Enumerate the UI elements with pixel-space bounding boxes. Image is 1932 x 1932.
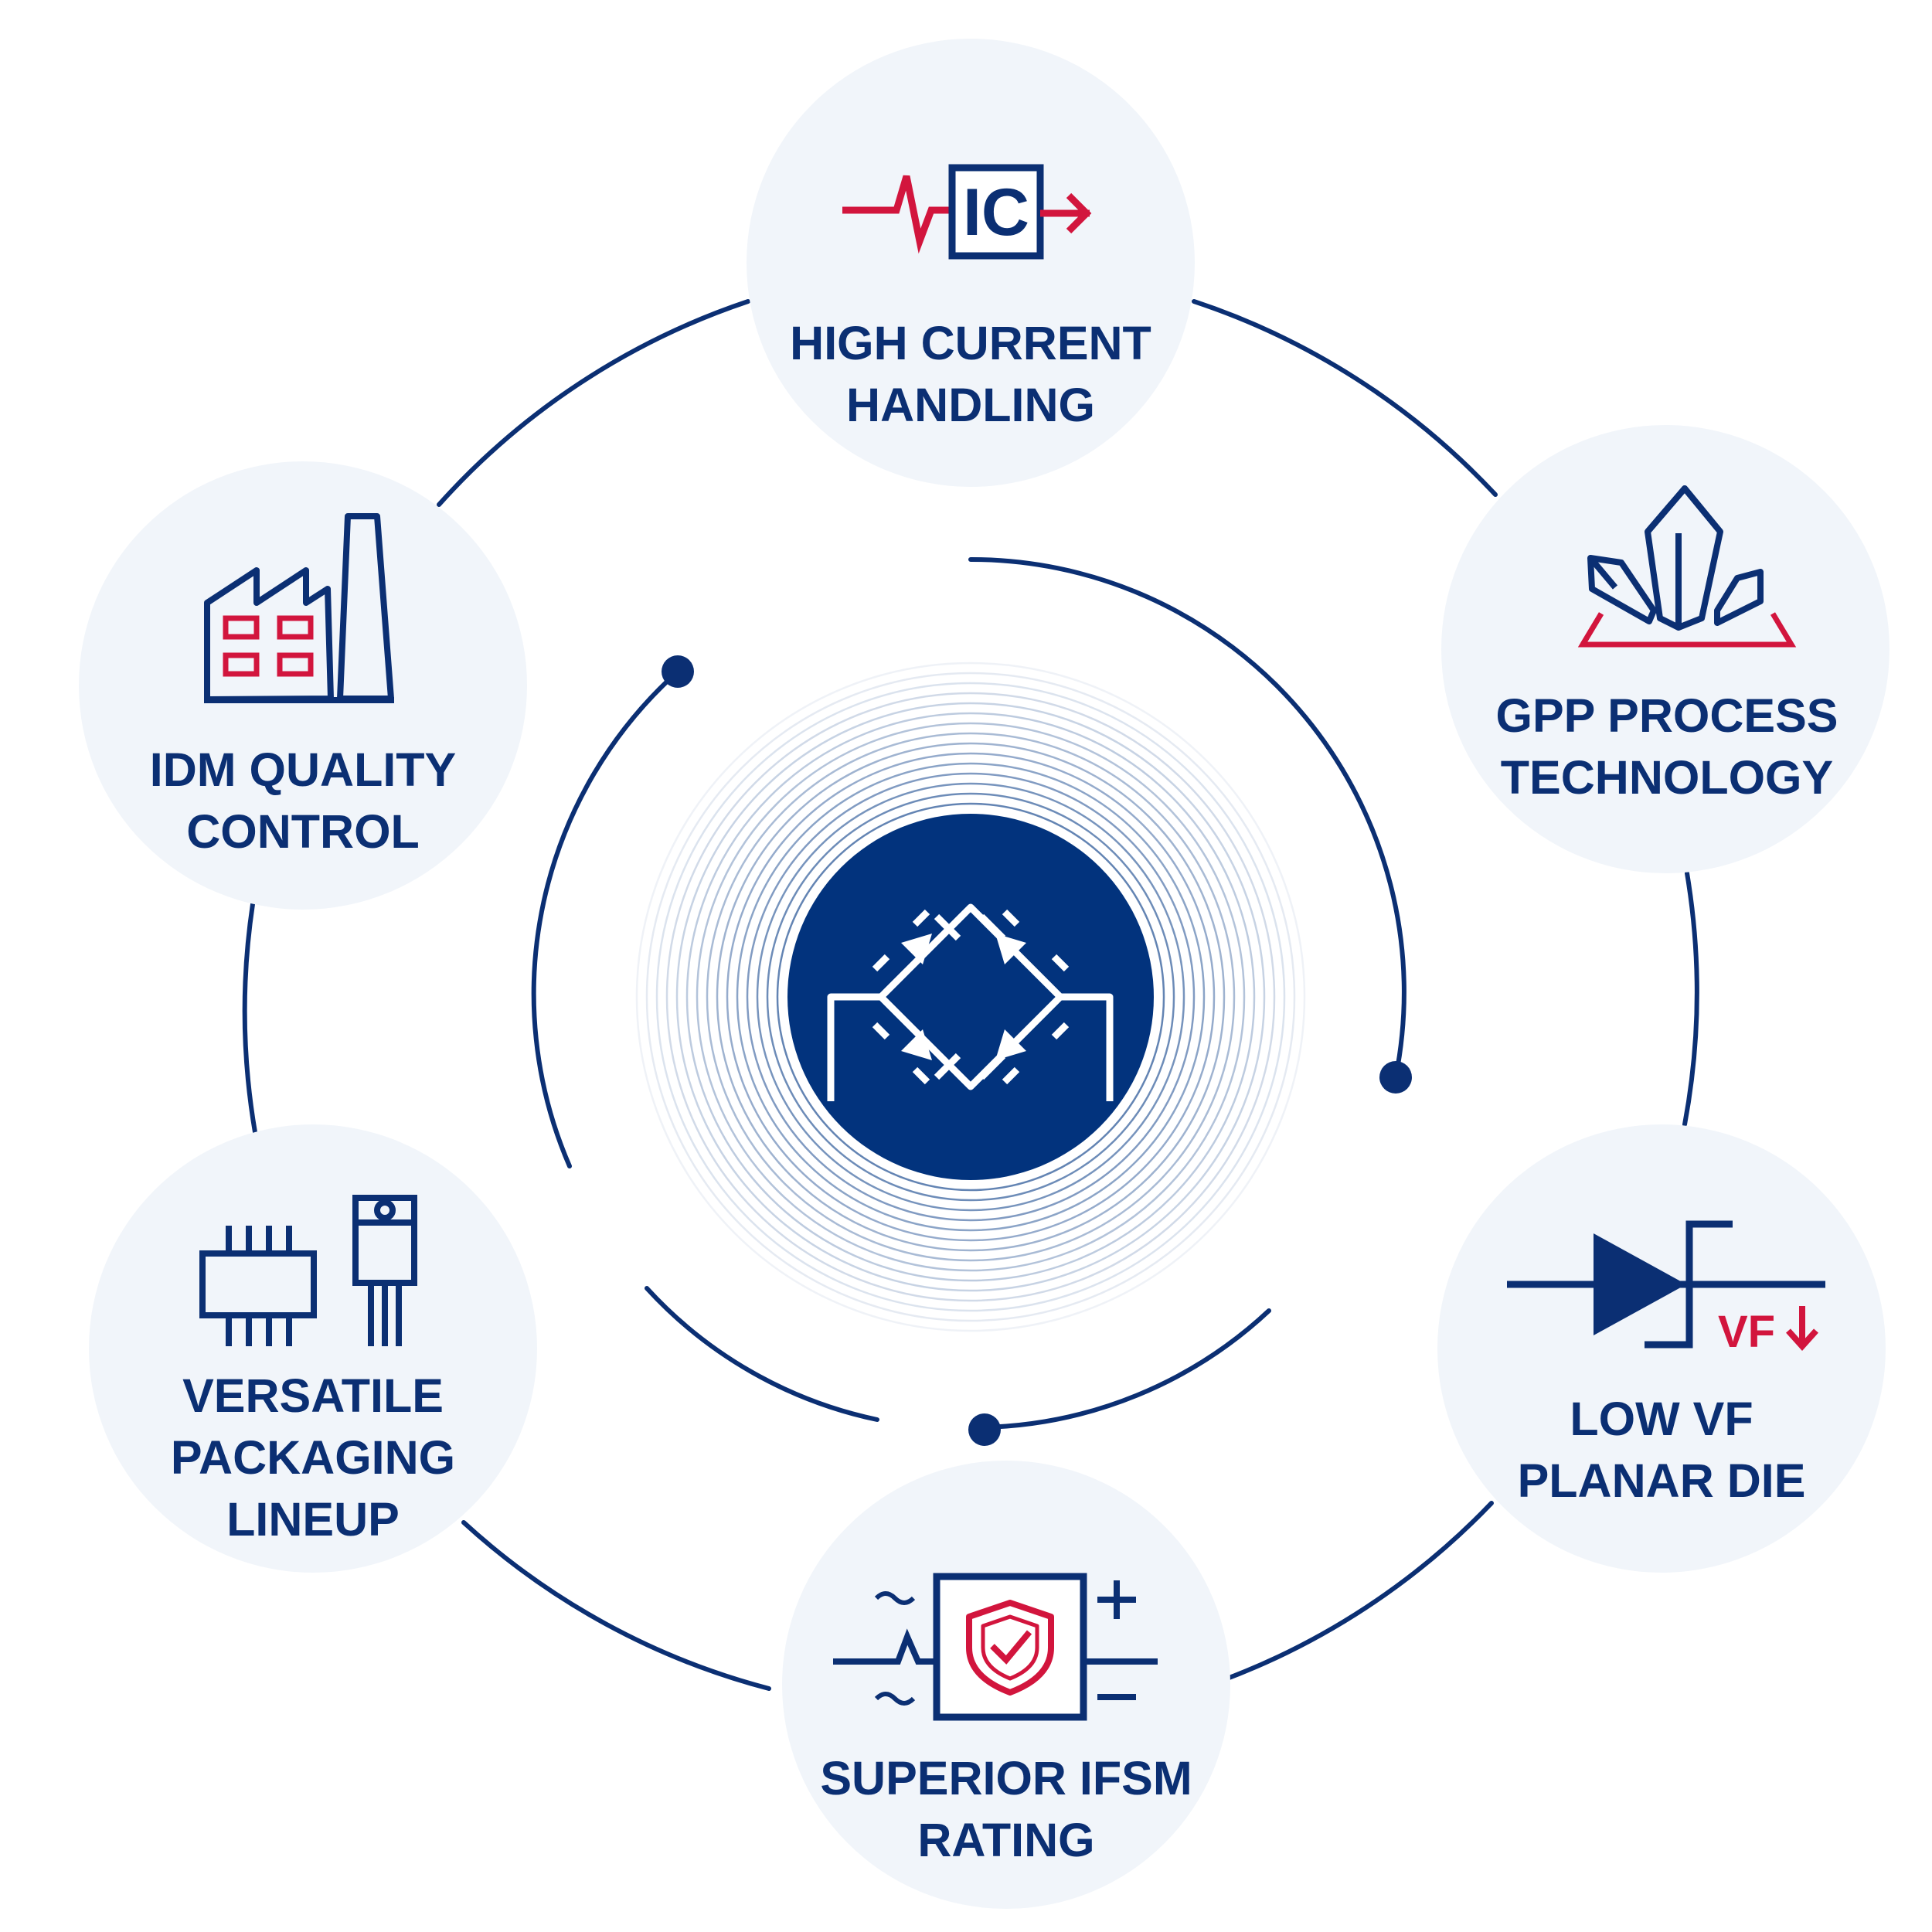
factory-icon — [204, 513, 394, 703]
ripple-ring — [766, 792, 1175, 1202]
feature-bubble — [79, 461, 527, 910]
feature-label: GPP PROCESS — [1496, 689, 1838, 742]
center-circle — [787, 814, 1154, 1180]
ripple-ring — [756, 782, 1185, 1212]
ripple-ring — [665, 692, 1276, 1302]
feature-label: RATING — [917, 1814, 1094, 1866]
ripple-ring — [685, 712, 1256, 1282]
chip-packages-icon — [199, 1195, 417, 1346]
crystal-base — [1577, 612, 1797, 648]
feature-label: HIGH CURRENT — [790, 317, 1151, 369]
feature-label: IDM QUALITY — [150, 743, 456, 796]
feature-label: HANDLING — [846, 379, 1095, 431]
ripple-ring — [675, 702, 1266, 1292]
ripple-ring — [645, 672, 1296, 1322]
ripple-ring — [635, 662, 1306, 1332]
ripple-ring — [706, 732, 1236, 1262]
feature-idm-quality: IDM QUALITY CONTROL — [79, 461, 527, 910]
feature-label: VERSATILE — [182, 1369, 444, 1422]
center-ripples — [635, 662, 1306, 1332]
ripple-ring — [696, 722, 1246, 1272]
feature-bubble — [1437, 1124, 1886, 1573]
feature-packaging: VERSATILE PACKAGING LINEUP — [89, 1124, 537, 1573]
feature-ifsm: SUPERIOR IFSM RATING — [782, 1461, 1230, 1909]
feature-label: PACKAGING — [171, 1431, 455, 1484]
feature-label: LOW VF — [1570, 1393, 1753, 1445]
ic-label: IC — [963, 175, 1029, 250]
feature-bubble — [747, 39, 1195, 487]
feature-label: PLANAR DIE — [1518, 1454, 1806, 1507]
inner-ring — [531, 556, 1406, 1430]
ripple-ring — [716, 742, 1226, 1252]
ripple-ring — [726, 752, 1216, 1242]
vf-label: VF — [1718, 1307, 1775, 1357]
ripple-ring — [776, 802, 1165, 1192]
inner-ring-dots — [662, 655, 1412, 1446]
ripple-ring — [655, 682, 1286, 1312]
feature-label: CONTROL — [186, 805, 420, 858]
feature-bubble — [89, 1124, 537, 1573]
ripple-ring — [746, 772, 1196, 1222]
ripple-ring — [736, 762, 1206, 1232]
feature-gpp-process: GPP PROCESS TECHNOLOGY — [1441, 425, 1889, 873]
crystal-cluster-icon — [1587, 485, 1764, 631]
feature-high-current: IC HIGH CURRENT HANDLING — [747, 39, 1195, 487]
ic-signal-arrow-icon: IC — [842, 164, 1092, 260]
zener-diode-vf-down-icon: VF — [1507, 1220, 1825, 1357]
feature-label: TECHNOLOGY — [1501, 751, 1833, 804]
feature-label: LINEUP — [226, 1493, 400, 1546]
feature-label: SUPERIOR IFSM — [820, 1752, 1192, 1804]
feature-low-vf: VF LOW VF PLANAR DIE — [1437, 1124, 1886, 1573]
bridge-rectifier-icon — [827, 903, 1114, 1101]
outer-ring — [242, 299, 1699, 1691]
feature-bubble — [1441, 425, 1889, 873]
surge-protection-shield-icon — [833, 1573, 1158, 1721]
